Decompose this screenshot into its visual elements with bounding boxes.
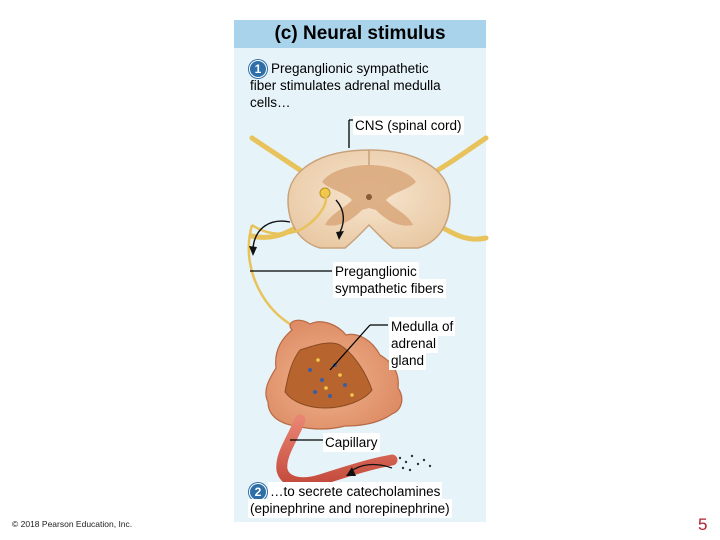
step-1-line-3: cells…	[250, 95, 291, 110]
label-cns: CNS (spinal cord)	[353, 116, 464, 135]
step-2-line-1: …to secrete catecholamines	[268, 482, 443, 501]
leader-lines	[250, 119, 388, 441]
label-preganglionic-line-2: sympathetic fibers	[333, 279, 446, 298]
step-2-badge: 2	[249, 483, 267, 501]
step-2-line-2: (epinephrine and norepinephrine)	[248, 499, 452, 518]
label-medulla-line-3: gland	[389, 351, 427, 370]
step-1-line-1: Preganglionic sympathetic	[271, 61, 429, 76]
label-preganglionic-line-1: Preganglionic	[333, 262, 419, 281]
panel-title: (c) Neural stimulus	[234, 20, 486, 48]
label-medulla-line-1: Medulla of	[389, 317, 456, 336]
page-number: 5	[698, 515, 708, 534]
step-1-badge: 1	[249, 60, 267, 78]
spinal-cord	[287, 149, 451, 249]
copyright-notice: © 2018 Pearson Education, Inc.	[12, 519, 133, 529]
label-capillary: Capillary	[323, 433, 380, 452]
label-medulla-line-2: adrenal	[389, 334, 439, 353]
impulse-arrows	[249, 199, 345, 256]
preganglionic-neuron	[247, 187, 331, 332]
step-1-line-2: fiber stimulates adrenal medulla	[250, 78, 441, 93]
adrenal-gland	[265, 319, 403, 430]
